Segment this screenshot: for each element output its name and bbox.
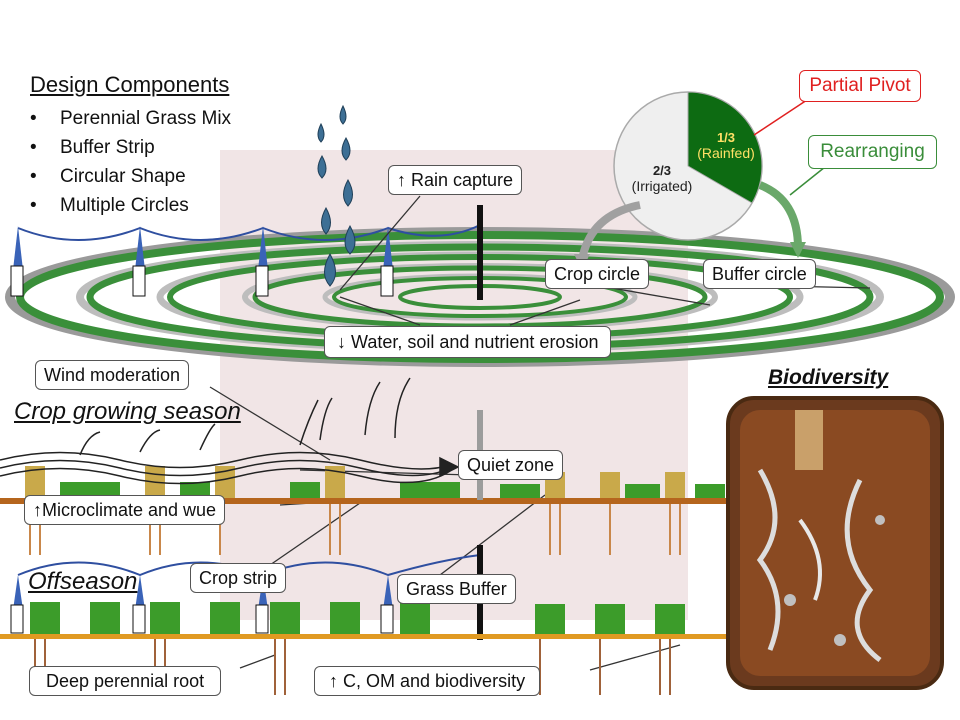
design-components-list: Perennial Grass Mix Buffer Strip Circula… <box>30 104 231 220</box>
water-drop-icon <box>317 104 356 287</box>
crop-circle-label: Crop circle <box>545 259 650 289</box>
design-components-title: Design Components <box>30 72 230 97</box>
pie-rainfed: 1/3 (Rainfed) <box>688 130 764 161</box>
list-item: Buffer Strip <box>30 133 231 162</box>
pivot-tower-icon <box>10 226 394 297</box>
rainfed-label: (Rainfed) <box>697 145 755 161</box>
growing-season-title: Crop growing season <box>14 398 241 425</box>
growing-season-field <box>0 410 730 555</box>
partial-pivot-pie <box>613 91 763 241</box>
grass-buffer-label: Grass Buffer <box>397 574 516 604</box>
wind-moderation-label: Wind moderation <box>35 360 190 390</box>
wind-arrow-icon <box>0 377 460 485</box>
partial-pivot-label: Partial Pivot <box>799 70 921 102</box>
rainfed-fraction: 1/3 <box>716 130 736 145</box>
irrigated-label: (Irrigated) <box>631 178 693 194</box>
list-item: Perennial Grass Mix <box>30 104 231 133</box>
carbon-label: ↑ C, OM and biodiversity <box>314 666 541 696</box>
pie-irrigated: 2/3 (Irrigated) <box>620 163 704 194</box>
watermark <box>220 150 688 620</box>
crop-strip-label: Crop strip <box>190 563 287 593</box>
biodiversity-title: Biodiversity <box>768 366 889 389</box>
erosion-label: ↓ Water, soil and nutrient erosion <box>324 326 612 358</box>
list-item: Multiple Circles <box>30 191 231 220</box>
microclimate-label: ↑Microclimate and wue <box>24 495 226 525</box>
quiet-zone-label: Quiet zone <box>458 450 564 480</box>
rain-capture-label: ↑ Rain capture <box>388 165 523 195</box>
buffer-circle-label: Buffer circle <box>703 259 816 289</box>
irrigated-fraction: 2/3 <box>652 163 672 178</box>
deep-root-label: Deep perennial root <box>29 666 222 696</box>
list-item: Circular Shape <box>30 162 231 191</box>
soil-profile-icon <box>726 396 944 690</box>
offseason-title: Offseason <box>28 568 138 595</box>
rearranging-label: Rearranging <box>808 135 937 169</box>
